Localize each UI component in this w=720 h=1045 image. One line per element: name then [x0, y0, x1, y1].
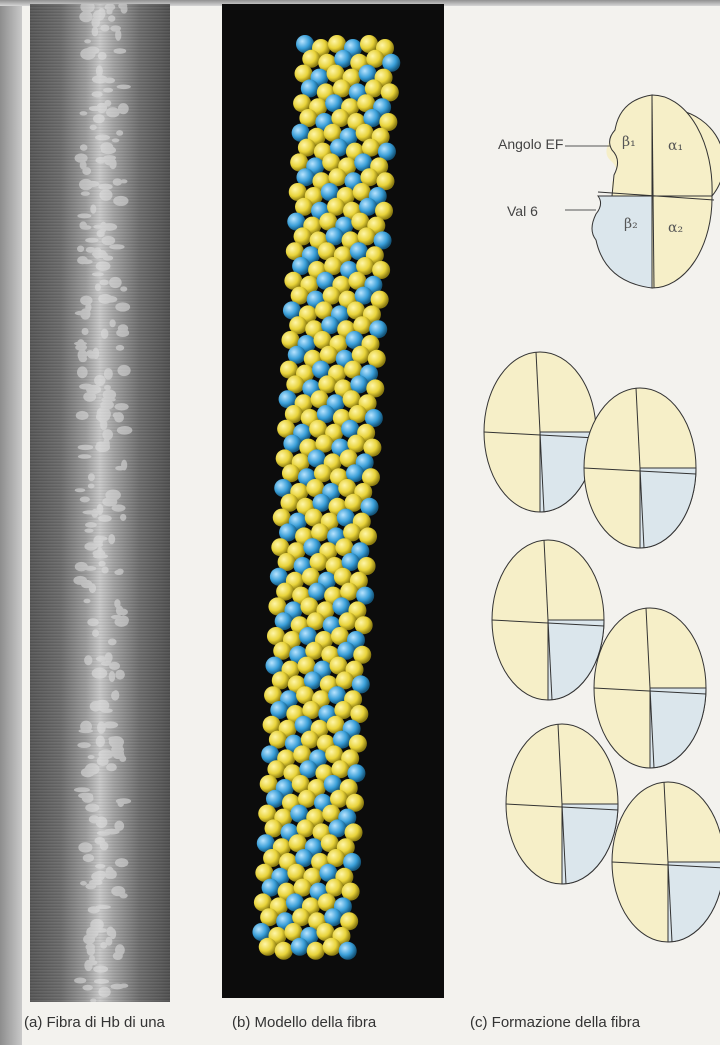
hb-tetramer-detail — [565, 95, 720, 288]
label-beta1: β₁ — [622, 134, 636, 150]
label-alpha2: α₂ — [668, 220, 683, 236]
label-val6: Val 6 — [507, 203, 538, 219]
caption-a: (a) Fibra di Hb di una — [24, 1014, 165, 1031]
label-beta2: β₂ — [624, 216, 638, 232]
label-angolo-ef: Angolo EF — [498, 136, 563, 152]
label-alpha1: α₁ — [668, 138, 683, 154]
caption-b: (b) Modello della fibra — [232, 1014, 376, 1031]
caption-c: (c) Formazione della fibra — [470, 1014, 640, 1031]
fiber-tetramer-stack — [484, 352, 720, 942]
